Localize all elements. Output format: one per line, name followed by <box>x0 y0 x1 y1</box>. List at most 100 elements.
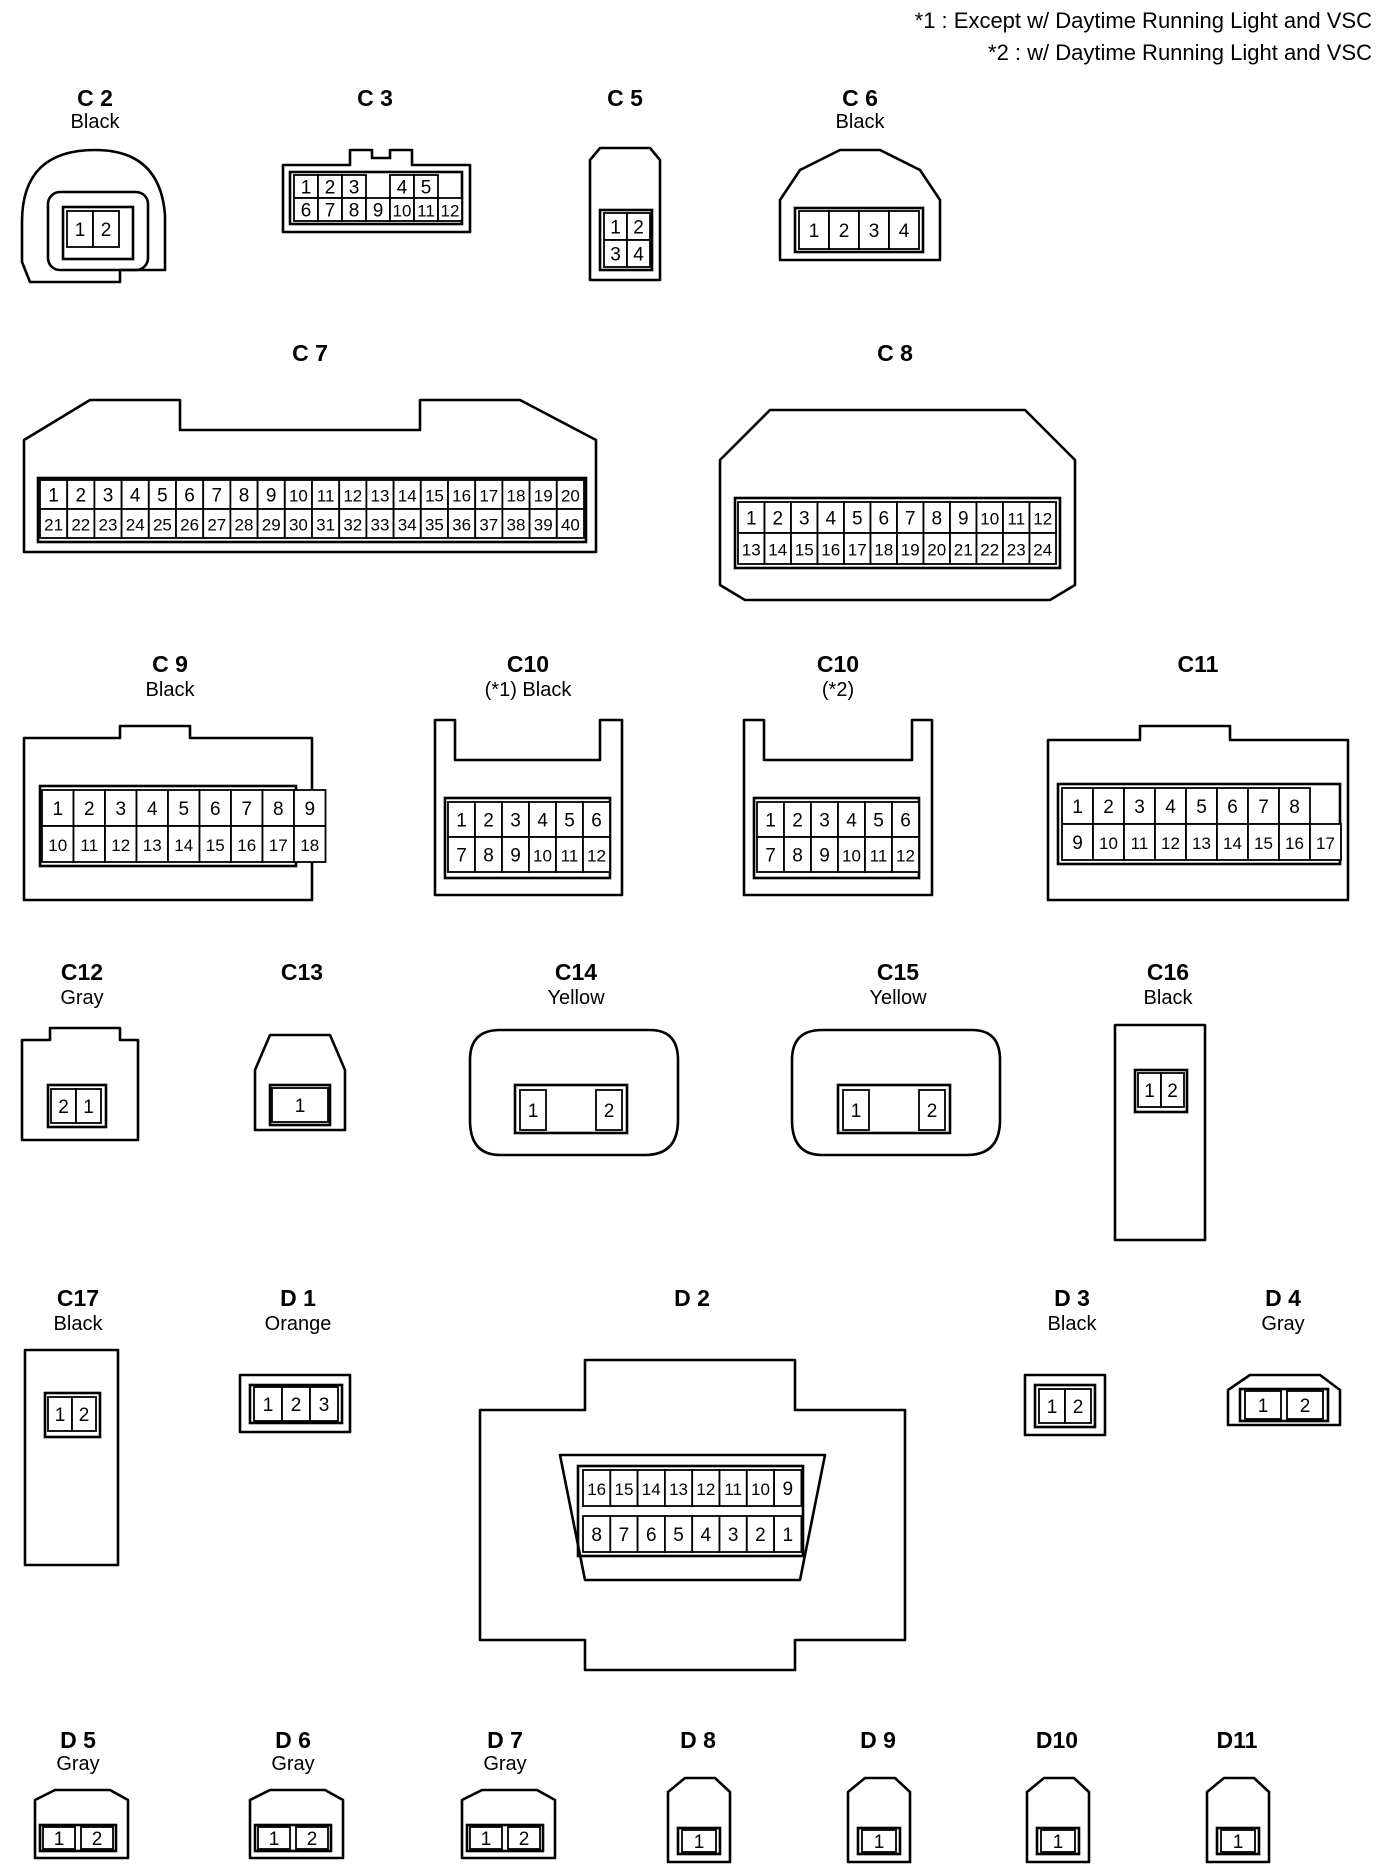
pin-number: 25 <box>153 516 172 535</box>
pin-number: 6 <box>301 201 312 222</box>
pin-number: 11 <box>561 847 579 866</box>
pin-number: 37 <box>479 516 498 535</box>
pin-cell <box>1064 1388 1092 1424</box>
pin-number: 2 <box>792 811 803 832</box>
pin-cell <box>271 1087 329 1123</box>
pin-number: 11 <box>724 1480 742 1499</box>
pin-number: 1 <box>1072 797 1083 818</box>
pin-cell <box>888 210 920 250</box>
pin-cell <box>691 1469 721 1507</box>
pin-cell <box>50 1088 77 1124</box>
connector-color: Orange <box>265 1313 332 1335</box>
pin-number: 7 <box>1258 797 1269 818</box>
pin-number: 18 <box>874 541 893 560</box>
pin-number: 20 <box>561 487 580 506</box>
pin-cell <box>447 836 476 873</box>
pin-number: 18 <box>300 836 319 855</box>
pin-number: 17 <box>1316 834 1335 853</box>
pin-cell <box>691 1515 721 1553</box>
pin-number: 30 <box>289 516 308 535</box>
pin-number: 7 <box>241 799 252 820</box>
pin-cell <box>437 197 463 222</box>
pin-cell <box>39 508 69 539</box>
pin-cell <box>555 801 584 838</box>
pin-number: 13 <box>669 1480 688 1499</box>
connector-color: (*1) Black <box>485 679 573 701</box>
pin-number: 12 <box>111 836 130 855</box>
pin-cell <box>595 1089 623 1131</box>
pin-number: 10 <box>48 836 67 855</box>
pin-number: 1 <box>809 221 820 242</box>
pin-cell <box>474 836 503 873</box>
pin-number: 10 <box>533 847 552 866</box>
pin-number: 23 <box>99 516 118 535</box>
pin-cell <box>75 1088 102 1124</box>
pin-cell <box>104 825 138 863</box>
pin-number: 2 <box>1103 797 1114 818</box>
pin-cell <box>842 1089 870 1131</box>
pin-number: 21 <box>954 541 973 560</box>
pin-cell <box>1123 787 1156 825</box>
pin-number: 2 <box>604 1101 615 1122</box>
pin-number: 11 <box>417 202 435 221</box>
pin-number: 8 <box>1289 797 1300 818</box>
pin-cell <box>664 1469 694 1507</box>
pin-number: 8 <box>792 846 803 867</box>
pin-number: 15 <box>795 541 814 560</box>
connector-name: C15 <box>877 959 919 985</box>
pin-cell <box>745 1469 775 1507</box>
connector-name: C 7 <box>292 340 328 366</box>
pin-cell <box>756 836 785 873</box>
pin-number: 10 <box>289 487 308 506</box>
pin-cell <box>664 1515 694 1553</box>
pin-number: 9 <box>782 1479 793 1500</box>
pin-cell <box>869 532 898 565</box>
pin-cell <box>528 836 557 873</box>
pin-number: 1 <box>83 1097 94 1118</box>
pin-cell <box>918 1089 946 1131</box>
pin-number: 3 <box>319 1395 330 1416</box>
pin-cell <box>293 789 327 827</box>
pin-number: 5 <box>673 1525 684 1546</box>
pin-number: 12 <box>1161 834 1180 853</box>
pin-cell <box>104 789 138 827</box>
pin-number: 7 <box>619 1525 630 1546</box>
pin-number: 4 <box>633 245 644 266</box>
pin-number: 1 <box>54 1829 65 1850</box>
connector-name: D10 <box>1036 1727 1078 1753</box>
pin-number: 2 <box>84 799 95 820</box>
pin-cell <box>1160 1072 1185 1108</box>
pin-number: 3 <box>869 221 880 242</box>
pin-number: 5 <box>1196 797 1207 818</box>
pin-number: 15 <box>614 1480 633 1499</box>
pin-number: 1 <box>746 509 757 530</box>
pin-cell <box>175 479 205 510</box>
pin-number: 2 <box>755 1525 766 1546</box>
pin-number: 2 <box>927 1101 938 1122</box>
pin-cell <box>474 479 504 510</box>
pin-number: 9 <box>510 846 521 867</box>
pin-cell <box>519 1089 547 1131</box>
pin-number: 24 <box>126 516 145 535</box>
connector-name: D 9 <box>860 1727 896 1753</box>
pin-number: 31 <box>316 516 335 535</box>
pin-number: 9 <box>266 486 277 507</box>
pin-number: 12 <box>896 847 915 866</box>
pin-number: 6 <box>900 811 911 832</box>
pin-cell <box>864 801 893 838</box>
pin-number: 16 <box>452 487 471 506</box>
pin-number: 14 <box>768 541 787 560</box>
connector-name: D 6 <box>275 1727 311 1753</box>
pin-number: 12 <box>441 202 460 221</box>
pin-number: 8 <box>931 509 942 530</box>
pin-number: 10 <box>842 847 861 866</box>
pin-cell <box>1244 1390 1282 1420</box>
connector-color: Black <box>1048 1313 1098 1335</box>
